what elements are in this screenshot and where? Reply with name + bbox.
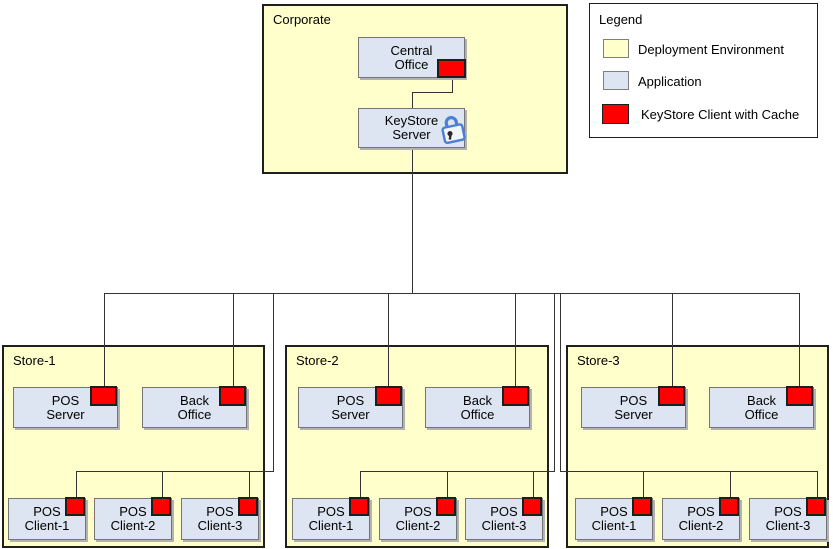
connector-line [104,293,800,294]
store-2-pos-client-3-box: POS Client-3 [465,497,543,540]
legend-swatch-application [603,71,629,90]
connector-line [515,294,516,387]
legend-box: Legend Deployment Environment Applicatio… [589,3,818,138]
keystore-client-badge [90,386,117,406]
store-1-pos-client-1-box: POS Client-1 [8,497,86,540]
connector-line [533,472,534,497]
keystore-client-badge [65,497,85,516]
pos-client-label: POS Client-2 [678,504,724,533]
store-1-pos-server-box: POS Server [13,386,118,428]
keystore-server-label: KeyStore Server [384,113,439,142]
legend-swatch-keystore-client [602,104,629,124]
connector-line [360,471,555,472]
corporate-label: Corporate [273,12,331,27]
connector-line [233,294,234,387]
keystore-client-badge [375,386,402,406]
connector-line [76,472,77,497]
pos-server-label: POS Server [46,392,85,422]
connector-line [817,472,818,497]
connector-line [730,472,731,497]
store-3-pos-client-3-box: POS Client-3 [749,497,827,540]
connector-line [560,294,561,471]
keystore-client-badge [238,497,258,516]
back-office-label: Back Office [744,392,779,422]
store-1-back-office-box: Back Office [142,386,247,428]
connector-line [799,294,800,387]
keystore-client-badge [806,497,826,516]
keystore-client-badge [719,497,739,516]
connector-line [412,93,413,108]
connector-line [447,472,448,497]
keystore-client-badge [219,386,246,406]
pos-client-label: POS Client-2 [395,504,441,533]
back-office-label: Back Office [177,392,212,422]
pos-client-label: POS Client-1 [591,504,637,533]
pos-server-label: POS Server [331,392,370,422]
keystore-client-badge [522,497,542,516]
keystore-client-badge [151,497,171,516]
store-1-pos-client-3-box: POS Client-3 [181,497,259,540]
keystore-client-badge [436,497,456,516]
legend-label: KeyStore Client with Cache [641,107,800,122]
pos-client-label: POS Client-3 [481,504,527,533]
store-1-pos-client-2-box: POS Client-2 [94,497,172,540]
legend-swatch-deployment-environment [603,39,629,58]
store-1-label: Store-1 [13,353,56,368]
pos-client-label: POS Client-1 [308,504,354,533]
connector-line [388,294,389,387]
connector-line [554,294,555,471]
connector-line [412,92,453,93]
keystore-client-badge [658,386,685,406]
keystore-client-badge [349,497,369,516]
connector-line [560,471,818,472]
pos-client-label: POS Client-3 [197,504,243,533]
legend-label: Deployment Environment [638,42,784,57]
connector-line [672,294,673,387]
connector-line [273,294,274,471]
store-2-label: Store-2 [296,353,339,368]
connector-line [76,471,274,472]
keystore-client-badge [632,497,652,516]
store-2-pos-client-1-box: POS Client-1 [292,497,370,540]
connector-line [452,77,453,93]
store-3-pos-server-box: POS Server [581,386,686,428]
pos-client-label: POS Client-3 [765,504,811,533]
legend-title: Legend [599,12,643,27]
pos-client-label: POS Client-2 [110,504,156,533]
legend-label: Application [638,74,702,89]
padlock-icon [441,116,466,145]
back-office-label: Back Office [460,392,495,422]
store-3-label: Store-3 [577,353,620,368]
pos-client-label: POS Client-1 [24,504,70,533]
connector-line [412,148,413,293]
keystore-client-badge [502,386,529,406]
keystore-client-badge [786,386,813,406]
store-3-pos-client-1-box: POS Client-1 [575,497,653,540]
connector-line [643,472,644,497]
store-2-pos-server-box: POS Server [298,386,403,428]
keystore-client-badge [437,59,466,78]
store-3-back-office-box: Back Office [709,386,814,428]
connector-line [162,472,163,497]
connector-line [249,472,250,497]
central-office-box: Central Office [358,37,466,78]
connector-line [360,472,361,497]
connector-line [104,294,105,387]
store-2-pos-client-2-box: POS Client-2 [379,497,457,540]
keystore-server-box: KeyStore Server [358,108,466,148]
pos-server-label: POS Server [614,392,653,422]
store-2-back-office-box: Back Office [425,386,530,428]
store-3-pos-client-2-box: POS Client-2 [662,497,740,540]
corporate-environment-box: Corporate [262,4,568,174]
central-office-label: Central Office [390,42,433,72]
